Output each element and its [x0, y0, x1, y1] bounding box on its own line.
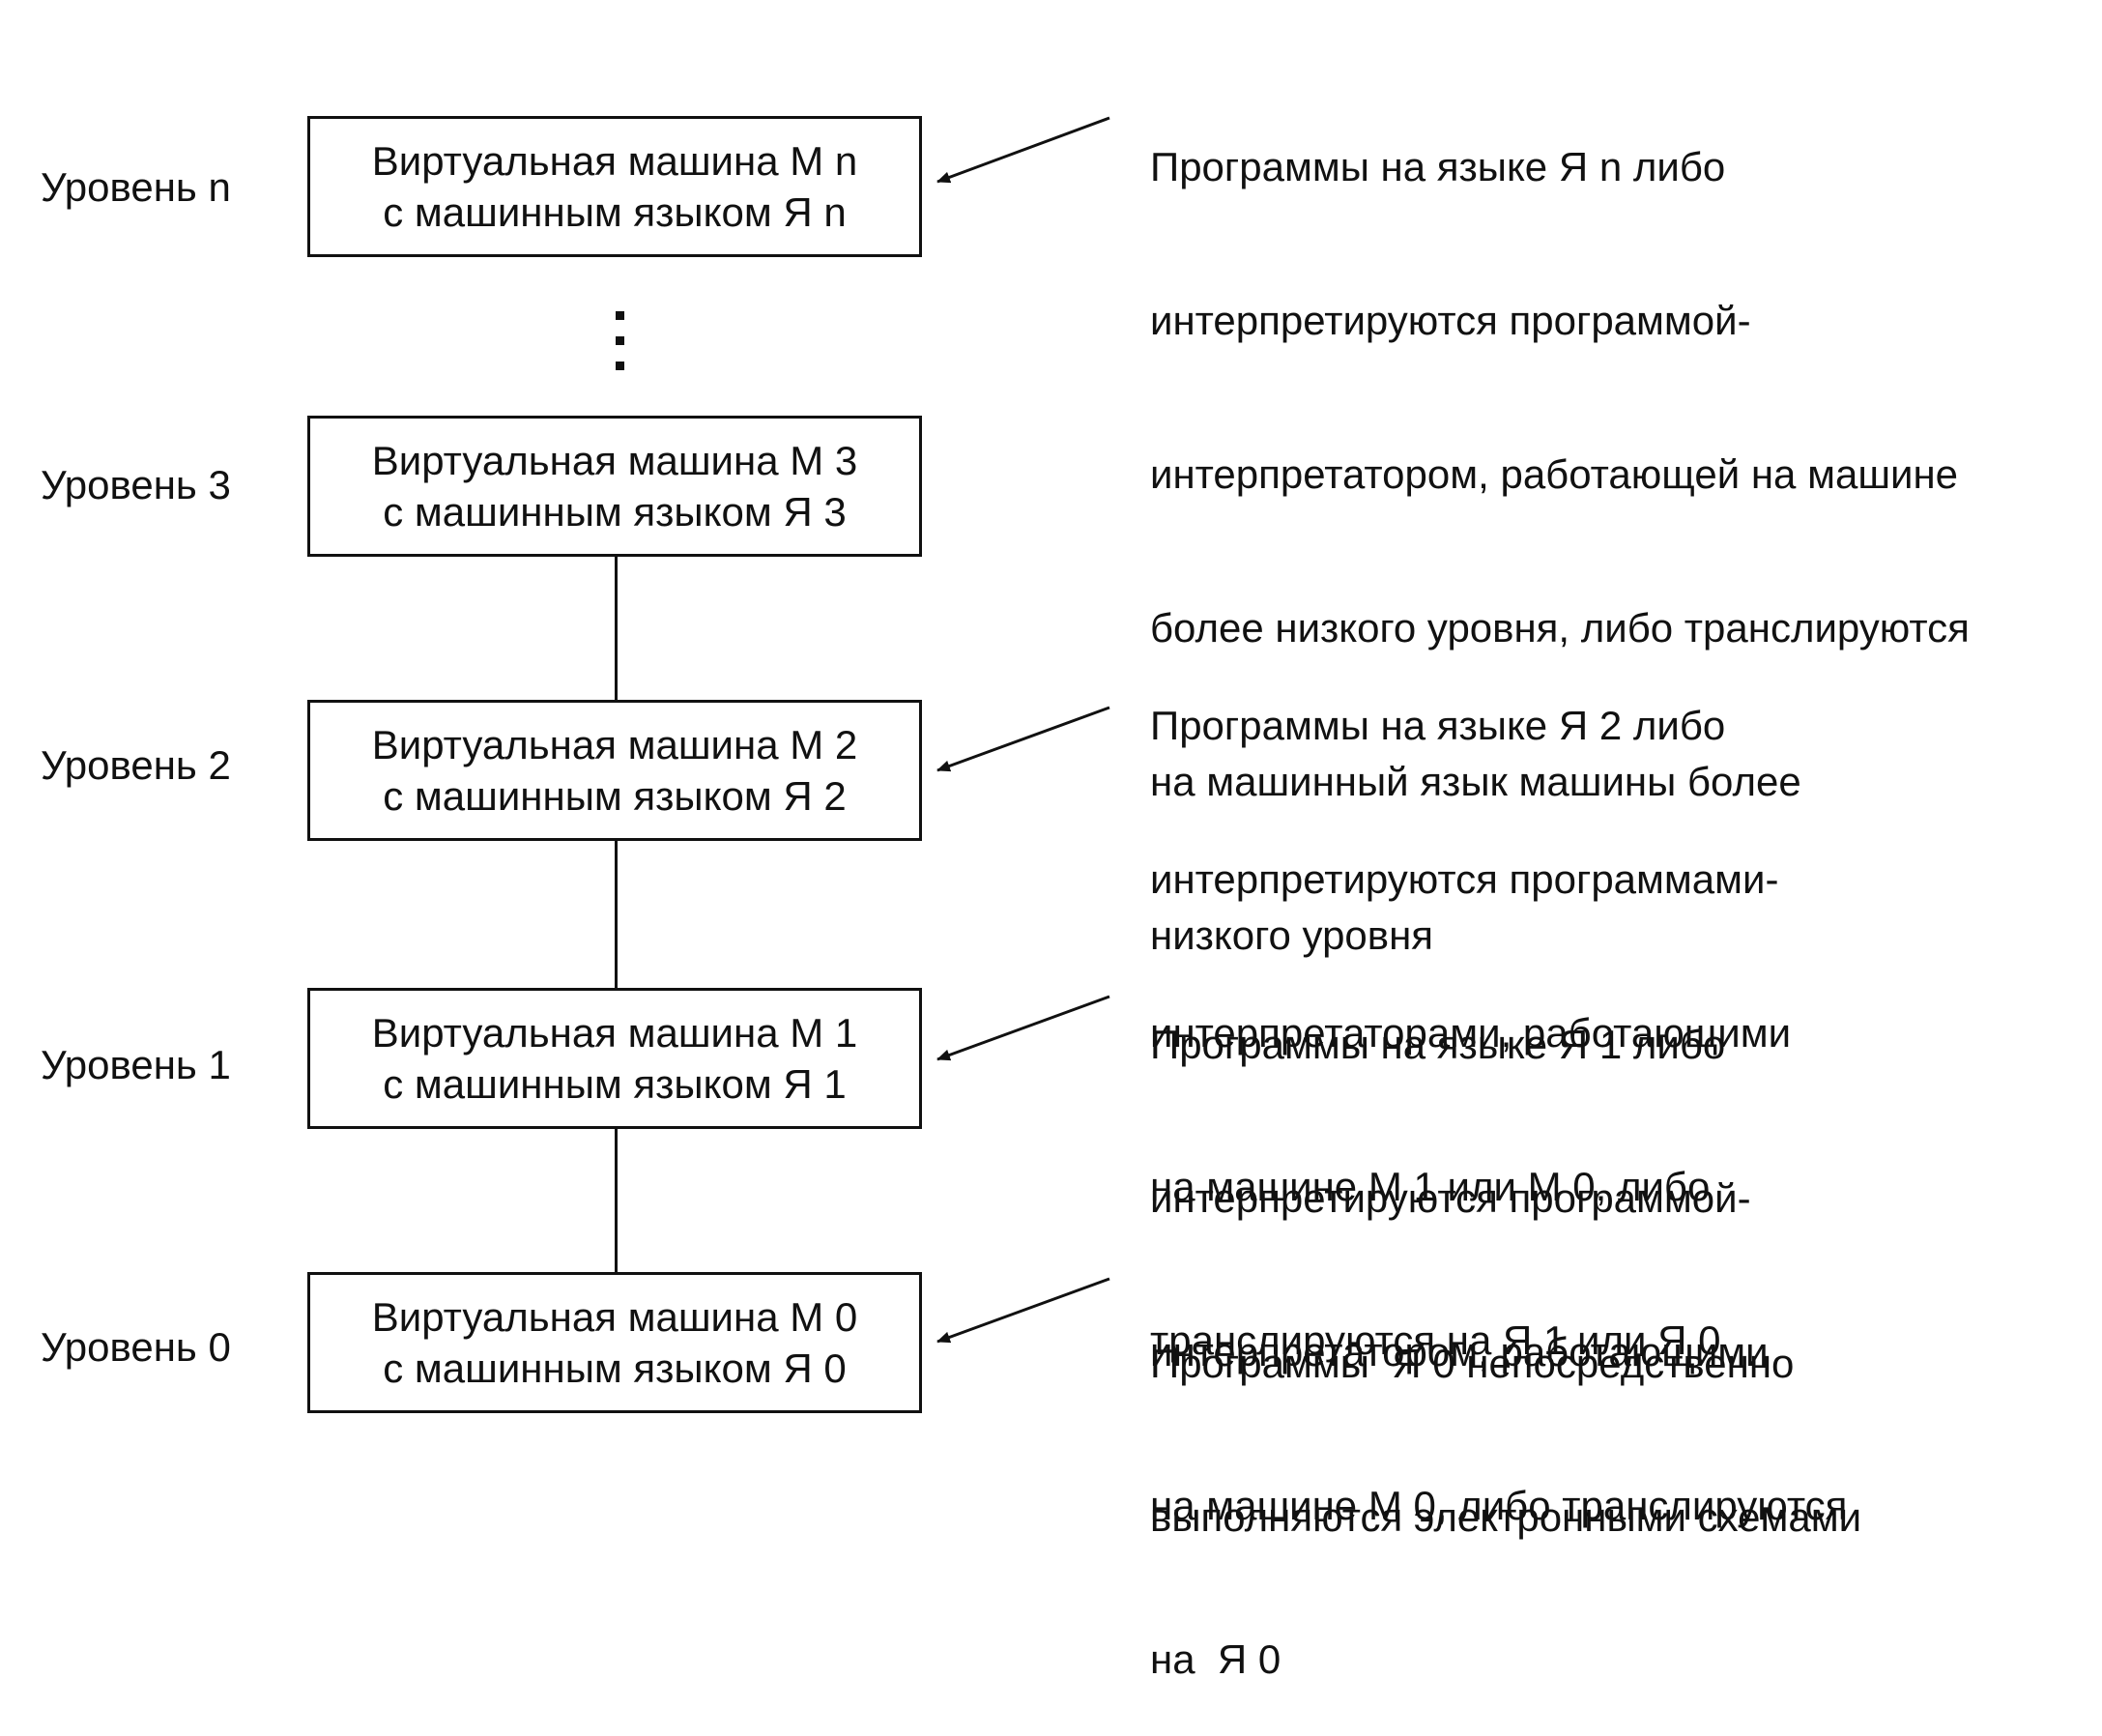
connector-line	[615, 557, 618, 700]
vm-box-language: с машинным языком Я n	[383, 189, 847, 235]
note-line: низкого уровня	[1150, 912, 1434, 958]
ellipsis-dot	[616, 336, 624, 345]
note-line: интерпретируются программой-	[1150, 298, 1751, 343]
note-line: на Я 0	[1150, 1636, 1281, 1682]
note-line: интерпретируются программой-	[1150, 1175, 1751, 1221]
vm-box-language: с машинным языком Я 3	[383, 489, 847, 535]
vm-box-language: с машинным языком Я 1	[383, 1061, 847, 1107]
note-line: интерпретатором, работающими	[1150, 1329, 1769, 1374]
vm-box-title: Виртуальная машина М 2	[371, 722, 858, 767]
note-level-n: Программы на языке Я n либо интерпретиру…	[1150, 39, 1970, 1012]
vm-box-language: с машинным языком Я 2	[383, 773, 847, 819]
vm-box-level-n: Виртуальная машина М n с машинным языком…	[307, 116, 922, 257]
vm-box-level-3: Виртуальная машина М 3 с машинным языком…	[307, 416, 922, 557]
note-line: на машине М 1 или М 0, либо	[1150, 1164, 1711, 1209]
vm-box-title: Виртуальная машина М 1	[371, 1010, 858, 1056]
note-level-2: Программы на языке Я 2 либо интерпретиру…	[1150, 597, 1791, 1417]
note-line: транслируются на Я 1 или Я 0	[1150, 1317, 1721, 1363]
note-line: Программы на языке Я 2 либо	[1150, 703, 1726, 748]
arrow-level-n	[936, 116, 1110, 184]
note-line: интерпретаторами, работающими	[1150, 1010, 1792, 1056]
vm-box-title: Виртуальная машина М 3	[371, 438, 858, 483]
note-line: интерпретируются программами-	[1150, 856, 1779, 902]
level-label-1: Уровень 1	[41, 1042, 231, 1087]
arrow-level-1	[936, 995, 1110, 1061]
vm-box-title: Виртуальная машина М n	[371, 138, 858, 184]
vm-box-language: с машинным языком Я 0	[383, 1345, 847, 1391]
level-label-0: Уровень 0	[41, 1324, 231, 1370]
note-line: более низкого уровня, либо транслируются	[1150, 605, 1970, 651]
note-line: Программы на языке Я n либо	[1150, 144, 1726, 189]
vm-box-level-1: Виртуальная машина М 1 с машинным языком…	[307, 988, 922, 1129]
arrow-level-2	[936, 706, 1110, 772]
level-label-2: Уровень 2	[41, 742, 231, 788]
note-level-0: Программы Я 0 непосредственно выполняютс…	[1150, 1235, 1861, 1594]
note-line: выполняются электронными схемами	[1150, 1494, 1862, 1540]
ellipsis-dot	[616, 311, 624, 320]
level-label-3: Уровень 3	[41, 462, 231, 507]
vm-box-title: Виртуальная машина М 0	[371, 1294, 858, 1340]
note-line: Программы Я 0 непосредственно	[1150, 1341, 1795, 1386]
arrows-layer	[936, 116, 1110, 1344]
connector-line	[615, 841, 618, 988]
note-line: Программы на языке Я 1 либо	[1150, 1022, 1726, 1067]
note-line: интерпретатором, работающей на машине	[1150, 451, 1959, 497]
note-line: на машинный язык машины более	[1150, 759, 1801, 804]
level-label-n: Уровень n	[41, 164, 231, 210]
arrow-level-0	[936, 1277, 1110, 1344]
ellipsis-dot	[616, 362, 624, 370]
connector-line	[615, 1129, 618, 1272]
vm-box-level-0: Виртуальная машина М 0 с машинным языком…	[307, 1272, 922, 1413]
vm-box-level-2: Виртуальная машина М 2 с машинным языком…	[307, 700, 922, 841]
